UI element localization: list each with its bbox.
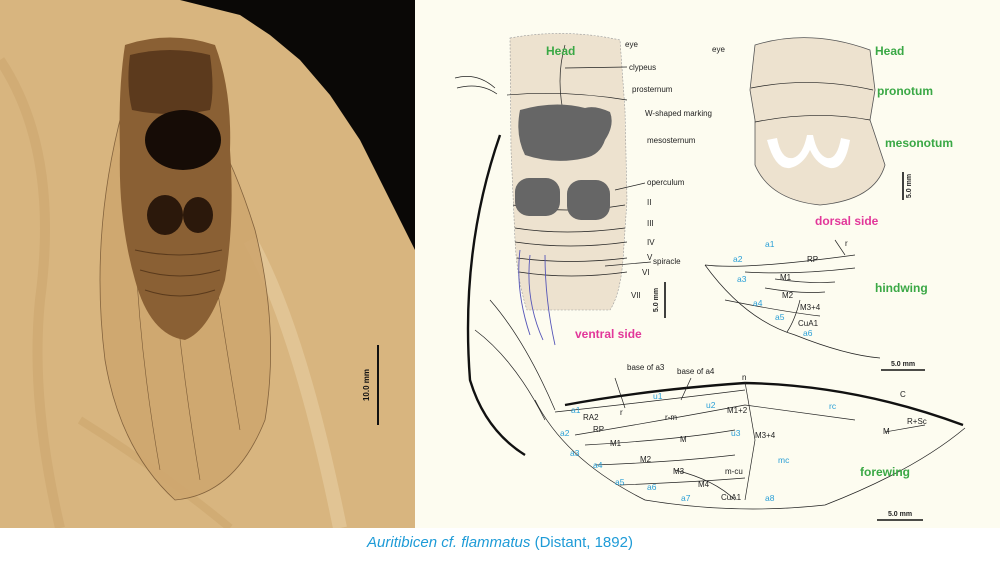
forewing-annotation-base-a4: base of a4 xyxy=(677,367,715,376)
ventral-side-label: ventral side xyxy=(575,327,642,341)
ventral-body xyxy=(509,33,628,311)
forewing-cell-u2: u2 xyxy=(706,400,716,410)
dorsal-mesonotum-label: mesonotum xyxy=(885,136,953,150)
forewing-vein-rsc: R+Sc xyxy=(907,417,927,426)
hindwing-cell-a1: a1 xyxy=(765,239,775,249)
ventral-label-clypeus: clypeus xyxy=(629,63,656,72)
ventral-label-mesosternum: mesosternum xyxy=(647,136,696,145)
photo-scale-label: 10.0 mm xyxy=(362,369,371,401)
forewing-scale-label: 5.0 mm xyxy=(888,511,912,518)
forewing-vein-m4: M4 xyxy=(698,480,710,489)
forewing-cell-mc: mc xyxy=(778,455,790,465)
forewing-vein-rp: RP xyxy=(593,425,604,434)
forewing-cell-a8: a8 xyxy=(765,493,775,503)
w-shaped-marking xyxy=(767,135,850,169)
forewing-cell-a1: a1 xyxy=(571,405,581,415)
caption-authority: (Distant, 1892) xyxy=(534,534,633,551)
ventral-label-iv: IV xyxy=(647,238,655,247)
forewing-view: base of a3 base of a4 n a1 a2 a3 a4 a5 a… xyxy=(466,134,966,521)
forewing-vein-mcu: m-cu xyxy=(725,467,743,476)
forewing-vein-m2: M2 xyxy=(640,455,652,464)
forewing-cell-a2: a2 xyxy=(560,428,570,438)
forewing-annotation-base-a3: base of a3 xyxy=(627,363,665,372)
interpretive-drawing: Head eye clypeus prosternum W-shaped mar… xyxy=(415,0,1000,528)
ventral-label-spiracle: spiracle xyxy=(653,257,681,266)
fossil-photo: 10.0 mm xyxy=(0,0,415,528)
forewing-cell-a7: a7 xyxy=(681,493,691,503)
hindwing-cell-a2: a2 xyxy=(733,254,743,264)
forewing-vein-r: r xyxy=(620,408,623,417)
hindwing-vein-cua1: CuA1 xyxy=(798,319,819,328)
dorsal-scale-label: 5.0 mm xyxy=(906,174,913,198)
forewing-vein-m3: M3 xyxy=(673,467,685,476)
hindwing-cell-a6: a6 xyxy=(803,328,813,338)
forewing-cell-a3: a3 xyxy=(570,448,580,458)
hindwing-vein-r: r xyxy=(845,239,848,248)
forewing-cell-rc: rc xyxy=(829,401,837,411)
caption-species: Auritibicen cf. flammatus xyxy=(367,534,531,551)
forewing-vein-c: C xyxy=(900,390,906,399)
ventral-label-ii: II xyxy=(647,198,651,207)
hindwing-scale-label: 5.0 mm xyxy=(891,361,915,368)
hindwing-cell-a3: a3 xyxy=(737,274,747,284)
forewing-title: forewing xyxy=(860,465,910,479)
forewing-node-n: n xyxy=(742,373,746,382)
ventral-view: Head eye clypeus prosternum W-shaped mar… xyxy=(454,33,712,346)
forewing-vein-m1: M1 xyxy=(610,439,622,448)
ventral-label-v: V xyxy=(647,253,653,262)
right-operculum xyxy=(567,180,610,220)
dorsal-view: eye Head pronotum mesonotum 5.0 mm dorsa… xyxy=(712,37,953,228)
hindwing-vein-m1: M1 xyxy=(780,273,792,282)
dorsal-head-label: Head xyxy=(875,44,904,58)
ventral-label-vii: VII xyxy=(631,291,641,300)
ventral-scale-label: 5.0 mm xyxy=(653,288,660,312)
cicada-body xyxy=(119,37,232,340)
forewing-cell-u3: u3 xyxy=(731,428,741,438)
ventral-label-vi: VI xyxy=(642,268,650,277)
forewing-vein-rm: r-m xyxy=(665,413,677,422)
forewing-vein-ra2: RA2 xyxy=(583,413,599,422)
forewing-vein-m12: M1+2 xyxy=(727,406,748,415)
hindwing-cell-a5: a5 xyxy=(775,312,785,322)
mesosternum-marking xyxy=(518,104,612,161)
ventral-label-iii: III xyxy=(647,219,654,228)
hindwing-vein-m2: M2 xyxy=(782,291,794,300)
ventral-label-eye: eye xyxy=(625,40,638,49)
hindwing-cell-a4: a4 xyxy=(753,298,763,308)
dorsal-pronotum-label: pronotum xyxy=(877,84,933,98)
hindwing-view: a1 a2 a3 a4 a5 a6 r RP M1 M2 M3+4 CuA1 h… xyxy=(704,239,928,371)
dorsal-side-label: dorsal side xyxy=(815,214,879,228)
ventral-label-prosternum: prosternum xyxy=(632,85,673,94)
forewing-vein-m34: M3+4 xyxy=(755,431,776,440)
forewing-vein-m: M xyxy=(680,435,687,444)
hindwing-vein-rp: RP xyxy=(807,255,818,264)
forewing-vein-cua1: CuA1 xyxy=(721,493,742,502)
ventral-label-operculum: operculum xyxy=(647,178,685,187)
hindwing-vein-m34: M3+4 xyxy=(800,303,821,312)
hindwing-title: hindwing xyxy=(875,281,928,295)
forewing-cell-u1: u1 xyxy=(653,391,663,401)
forewing-cell-a4: a4 xyxy=(593,460,603,470)
dorsal-eye-label: eye xyxy=(712,45,725,54)
left-operculum xyxy=(515,178,560,216)
forewing-cell-a5: a5 xyxy=(615,477,625,487)
ventral-head-title: Head xyxy=(546,44,575,58)
forewing-vein-m-distal: M xyxy=(883,427,890,436)
ventral-label-w-marking: W-shaped marking xyxy=(645,109,712,118)
forewing-cell-a6: a6 xyxy=(647,482,657,492)
figure-caption: Auritibicen cf. flammatus (Distant, 1892… xyxy=(0,528,1000,564)
